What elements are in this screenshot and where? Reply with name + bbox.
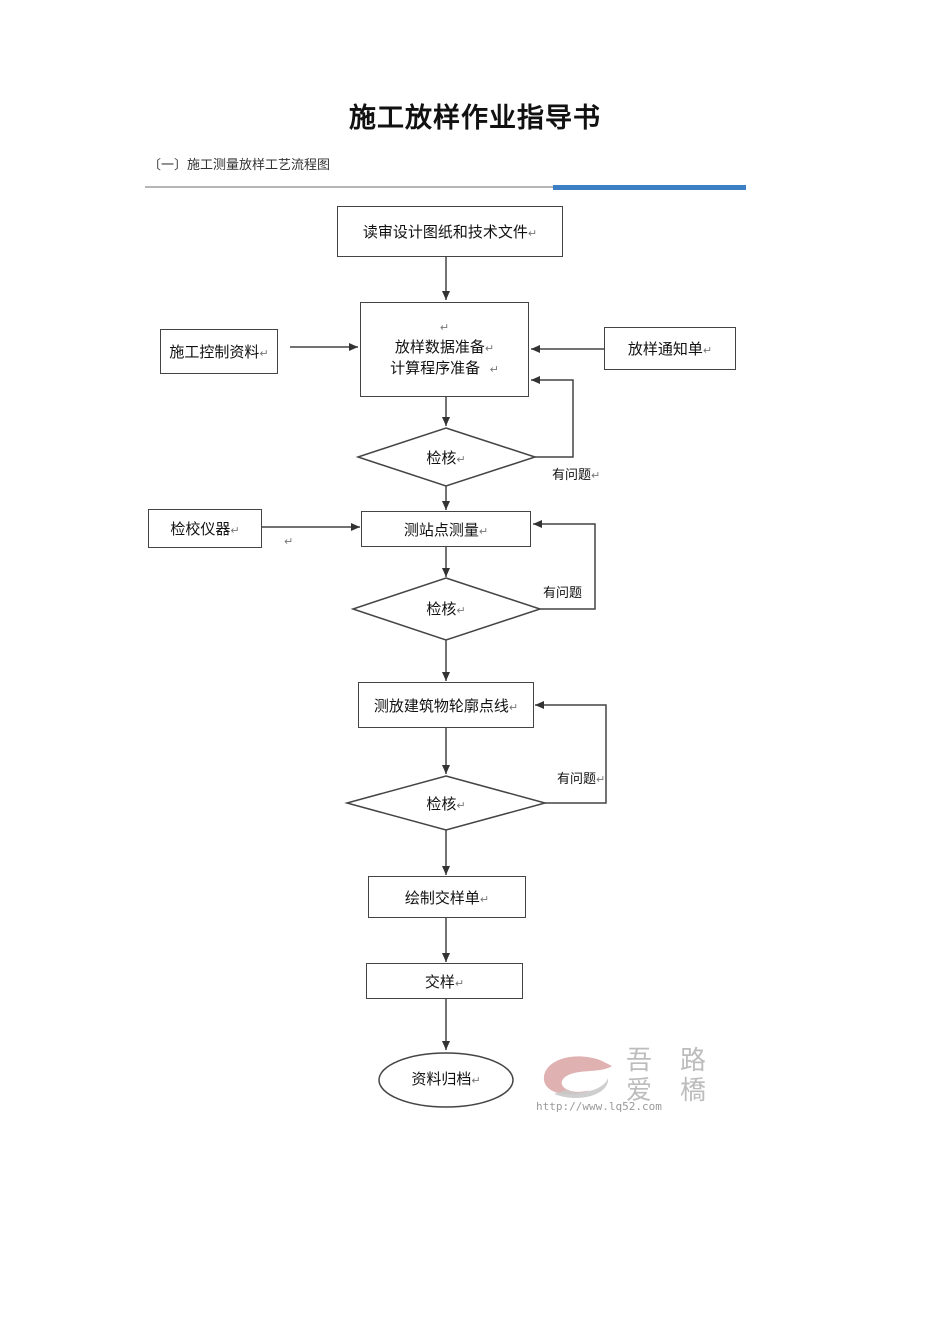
step-outline-layout: 测放建筑物轮廓点线↵ [358,682,534,728]
input-layout-notice: 放样通知单↵ [604,327,736,370]
input-control-data: 施工控制资料↵ [160,329,278,374]
archive-oval [378,1052,514,1108]
page-title: 施工放样作业指导书 [349,103,601,134]
section-heading: 〔一〕施工测量放样工艺流程图 [148,158,331,173]
watermark-char-1: 吾 [626,1046,653,1076]
watermark-char-4: 橋 [680,1076,707,1106]
check-label-3: 检核↵ [426,795,466,813]
step-handover: 交样↵ [366,963,523,999]
step-data-preparation: ↵ 放样数据准备↵ 计算程序准备 ↵ [360,302,529,397]
issue-label-2: 有问题 [543,586,583,601]
archive-label: 资料归档↵ [411,1070,481,1088]
swirl-logo-icon [543,1056,612,1099]
issue-label-1: 有问题↵ [552,468,601,483]
issue-label-3: 有问题↵ [557,772,606,787]
watermark-char-3: 爱 [626,1076,653,1106]
check-diamond-3 [344,775,548,831]
step-station-survey: 测站点测量↵ [361,511,531,547]
check-label-1: 检核↵ [426,449,466,467]
check-diamond-1 [355,427,538,487]
watermark-logo: 吾 路 爱 橋 http://www.lq52.com [530,1038,750,1116]
input-calibrate-instruments: 检校仪器↵ [148,509,262,548]
heading-rule-accent [553,185,746,190]
stray-return-mark: ↵ [284,535,294,548]
check-diamond-2 [350,577,543,641]
check-label-2: 检核↵ [426,600,466,618]
heading-rule [145,186,555,188]
step-read-documents: 读审设计图纸和技术文件↵ [337,206,563,257]
step-draw-handover-sheet: 绘制交样单↵ [368,876,526,918]
watermark-char-2: 路 [680,1046,707,1076]
watermark-url: http://www.lq52.com [536,1100,662,1113]
